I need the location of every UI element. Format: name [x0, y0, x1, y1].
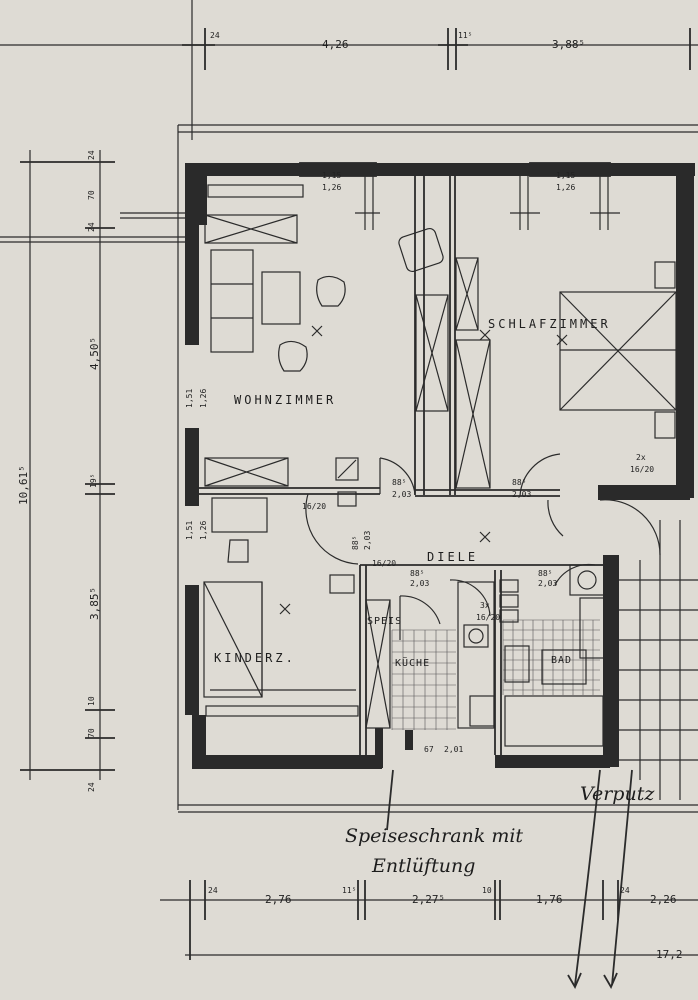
dim-door-2: 88⁵ [512, 478, 526, 487]
room-label-schlafzimmer: SCHLAFZIMMER [488, 317, 611, 331]
dim-left-seg-0: 4,50⁵ [88, 337, 101, 370]
dim-door-0: 88⁵ [392, 478, 406, 487]
bath-tiles [502, 619, 600, 695]
annotation-speiseschrank-2: Entlüftung [371, 855, 475, 877]
dim-window-top-0: 1,15 [322, 171, 341, 180]
dim-top-3: 3,88⁵ [552, 38, 585, 51]
dim-window-wall-0: 1,51 [185, 389, 194, 408]
annotation-right-edge: Verputz [580, 783, 655, 805]
windows-top [299, 162, 620, 230]
dim-window-top-1: 1,26 [322, 183, 341, 192]
annotation-arrows [386, 769, 633, 989]
dim-top-1: 4,26 [322, 38, 349, 51]
dim-door-4: 88⁵ [351, 536, 360, 550]
dim-left-small-5: 24 [87, 782, 96, 792]
dim-left-seg-1: 19⁵ [89, 474, 98, 488]
room-label-wohnzimmer: WOHNZIMMER [234, 393, 336, 407]
room-label-speis: SPEIS [367, 616, 402, 627]
dim-bottom-5: 1,76 [536, 893, 563, 906]
dim-bottom-6: 24 [620, 886, 630, 895]
dim-top-0: 24 [210, 31, 220, 40]
dim-left-small-1: 70 [87, 190, 96, 200]
outer-walls [185, 163, 695, 769]
dim-left-small-3: 10 [87, 696, 96, 706]
dim-left-overall: 10,61⁵ [17, 465, 30, 505]
room-label-diele: DIELE [427, 550, 478, 564]
dimension-ticks [20, 28, 691, 960]
small-label-7: 2,01 [444, 745, 463, 754]
interior-walls [199, 176, 610, 755]
furniture-wohnzimmer [204, 184, 444, 563]
frame-lines [0, 0, 698, 956]
dim-left-small-0: 24 [87, 150, 96, 160]
dim-bottom-7: 2,26 [650, 893, 677, 906]
dim-bottom-1: 2,76 [265, 893, 292, 906]
dim-window-wall-3: 1,26 [199, 521, 208, 540]
dim-door-8: 88⁵ [538, 569, 552, 578]
furniture-kinderzimmer [203, 574, 359, 717]
dim-door-3: 2,03 [512, 490, 531, 499]
small-label-1: 16/20 [630, 465, 654, 474]
bath-fixtures [504, 564, 605, 747]
dim-top-2: 11⁵ [458, 31, 472, 40]
doors [305, 453, 661, 640]
furniture-schlafzimmer [415, 257, 677, 489]
room-label-kueche: KÜCHE [395, 656, 430, 669]
dim-bottom-2: 11⁵ [342, 886, 356, 895]
dim-door-1: 2,03 [392, 490, 411, 499]
small-label-0: 2x [636, 453, 646, 462]
dim-door-7: 2,03 [410, 579, 429, 588]
small-label-6: 67 [424, 745, 434, 754]
dim-door-5: 2,03 [363, 531, 372, 550]
dim-door-6: 88⁵ [410, 569, 424, 578]
dim-window-top-3: 1,26 [556, 183, 575, 192]
room-label-kinderzimmer: KINDERZ. [214, 651, 296, 665]
small-label-3: 16/20 [372, 559, 396, 568]
dim-total-width: 17,2 [656, 948, 683, 961]
dim-left-small-2: 24 [87, 222, 96, 232]
dim-door-9: 2,03 [538, 579, 557, 588]
kitchen-fixtures [365, 531, 519, 729]
kitchen-tiles [391, 629, 456, 730]
dim-left-seg-2: 3,85⁵ [88, 587, 101, 620]
small-label-2: 16/20 [302, 502, 326, 511]
small-label-4: 3x [480, 601, 490, 610]
dim-window-wall-2: 1,51 [185, 521, 194, 540]
annotation-speiseschrank-1: Speiseschrank mit [345, 825, 523, 847]
dim-window-top-2: 1,15 [556, 171, 575, 180]
dim-bottom-4: 10 [482, 886, 492, 895]
dim-window-wall-1: 1,26 [199, 389, 208, 408]
dim-left-small-4: 70 [87, 728, 96, 738]
staircase [619, 520, 698, 800]
dim-bottom-0: 24 [208, 886, 218, 895]
room-label-bad: BAD [551, 655, 572, 666]
dim-bottom-3: 2,27⁵ [412, 893, 445, 906]
small-label-5: 16/20 [476, 613, 500, 622]
